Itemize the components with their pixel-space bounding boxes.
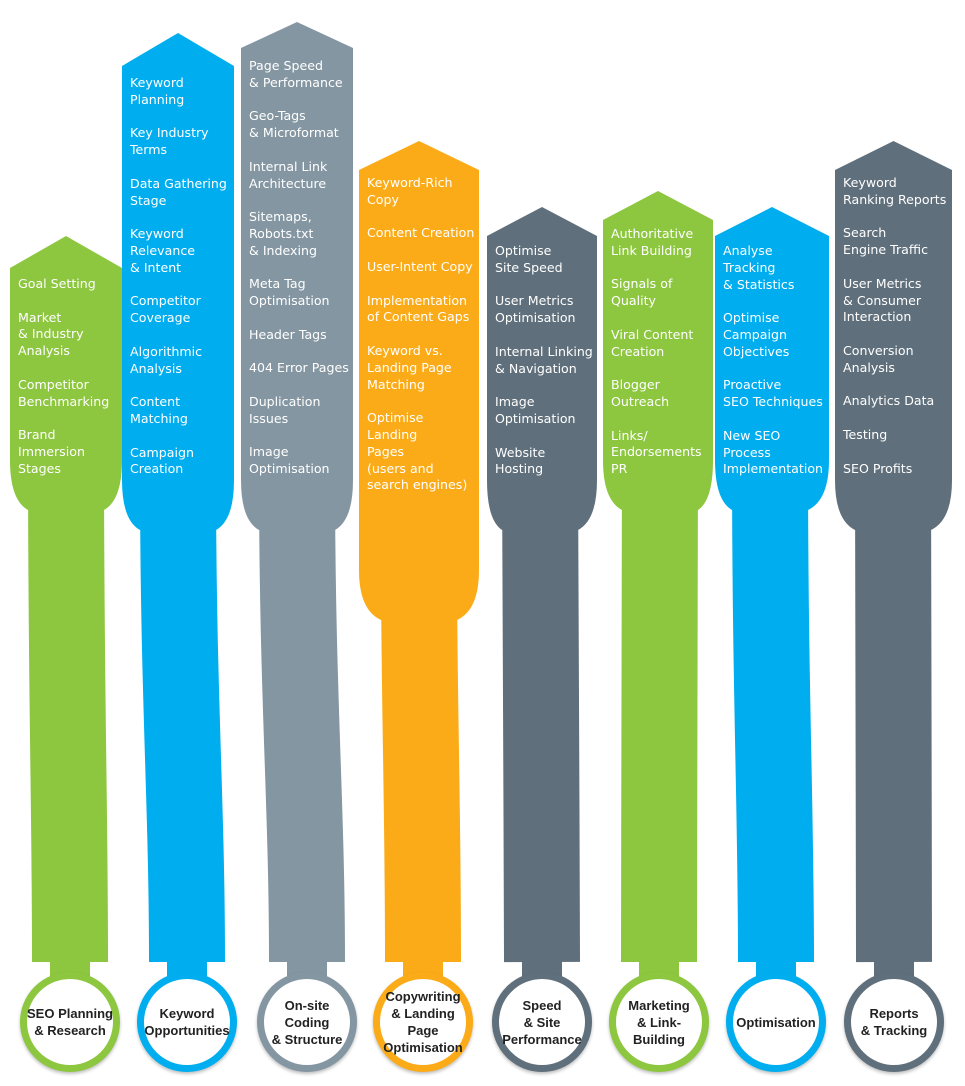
- circle-label: Speed & Site Performance: [502, 997, 582, 1047]
- circle-label: Reports & Tracking: [860, 1006, 928, 1038]
- column-item: Optimise Campaign Objectives: [723, 310, 790, 359]
- arrow-reports: [835, 141, 952, 530]
- column-item: Keyword Relevance & Intent: [130, 226, 196, 275]
- column-item: User Metrics Optimisation: [495, 293, 576, 326]
- column-item: Competitor Coverage: [130, 293, 201, 326]
- column-item: Analyse Tracking & Statistics: [723, 243, 795, 292]
- circle-label: Copywriting & Landing Page Optimisation: [383, 989, 463, 1055]
- column-item: Image Optimisation: [495, 394, 576, 426]
- circle-onsite-coding: On-site Coding & Structure: [257, 972, 357, 1072]
- ribbon-reports: [855, 469, 932, 963]
- column-item: Analytics Data: [843, 393, 935, 409]
- arrow-keyword-opportunities: [122, 33, 234, 530]
- column-item: New SEO Process Implementation: [723, 427, 823, 477]
- circle-speed: Speed & Site Performance: [492, 972, 592, 1072]
- column-item: Search Engine Traffic: [843, 225, 929, 258]
- column-item: Website Hosting: [495, 444, 546, 477]
- column-item: Internal Linking & Navigation: [495, 343, 593, 376]
- circle-copywriting: Copywriting & Landing Page Optimisation: [373, 972, 473, 1072]
- ribbon-keyword-opportunities: [140, 469, 225, 963]
- circle-seo-planning: SEO Planning & Research: [20, 972, 120, 1072]
- arrow-marketing: [603, 191, 713, 510]
- column-item: Proactive SEO Techniques: [723, 377, 823, 410]
- column-item: Duplication Issues: [249, 393, 321, 426]
- column-item: Internal Link Architecture: [249, 158, 328, 191]
- ribbon-optimisation: [732, 449, 814, 963]
- column-item: Signals of Quality: [611, 276, 673, 309]
- ribbon-seo-planning: [28, 449, 108, 963]
- column-item: Competitor Benchmarking: [18, 376, 110, 409]
- ribbon-marketing: [621, 449, 698, 963]
- circle-marketing: Marketing & Link-Building: [609, 972, 709, 1072]
- column-item: Keyword-Rich Copy: [367, 175, 453, 207]
- arrow-optimisation: [715, 207, 829, 510]
- column-item: Keyword Ranking Reports: [843, 175, 947, 207]
- column-item: Keyword Planning: [130, 75, 185, 107]
- circle-label: Marketing & Link-Building: [628, 997, 690, 1047]
- circle-label: On-site Coding & Structure: [271, 997, 343, 1047]
- arrow-speed: [487, 207, 597, 530]
- column-item: Market & Industry Analysis: [18, 309, 84, 359]
- column-item: Key Industry Terms: [130, 125, 209, 158]
- circle-label: Optimisation: [736, 1014, 816, 1030]
- column-item: Content Creation: [367, 225, 475, 241]
- column-item: Conversion Analysis: [843, 342, 914, 375]
- column-item: Keyword vs. Landing Page Matching: [367, 342, 452, 392]
- column-item: Brand Immersion Stages: [18, 427, 85, 476]
- column-item: Viral Content Creation: [611, 326, 694, 359]
- circle-keyword-opportunities: Keyword Opportunities: [137, 972, 237, 1072]
- column-item: Data Gathering Stage: [130, 175, 227, 208]
- column-item: Geo-Tags & Microformat: [249, 108, 339, 141]
- column-item: Testing: [843, 426, 888, 442]
- arrow-seo-planning: [10, 236, 122, 510]
- ribbon-onsite-coding: [259, 469, 345, 963]
- column-item: Goal Setting: [18, 276, 96, 291]
- column-item: Page Speed & Performance: [249, 58, 343, 90]
- column-item: Header Tags: [249, 326, 327, 342]
- column-item: User-Intent Copy: [367, 258, 473, 274]
- circle-label: Keyword Opportunities: [144, 1006, 230, 1038]
- column-item: Optimise Landing Pages (users and search…: [367, 410, 468, 493]
- ribbon-speed: [502, 469, 580, 963]
- column-item: Content Matching: [130, 394, 188, 426]
- column-item: Algorithmic Analysis: [130, 343, 203, 376]
- column-item: Links/ Endorsements PR: [611, 427, 702, 477]
- ribbon-copywriting: [381, 559, 461, 963]
- column-item: SEO Profits: [843, 460, 913, 476]
- arrow-onsite-coding: [241, 22, 353, 530]
- column-item: Blogger Outreach: [611, 377, 670, 409]
- column-item: Campaign Creation: [130, 444, 194, 477]
- column-item: Authoritative Link Building: [611, 226, 694, 258]
- circle-optimisation: Optimisation: [726, 972, 826, 1072]
- column-item: Optimise Site Speed: [495, 243, 563, 275]
- arrow-copywriting: [359, 141, 479, 620]
- column-item: Image Optimisation: [249, 444, 330, 477]
- circle-reports: Reports & Tracking: [844, 972, 944, 1072]
- arrow-layer: [10, 22, 952, 620]
- column-item: Sitemaps, Robots.txt & Indexing: [249, 209, 317, 258]
- circle-label: SEO Planning & Research: [27, 1006, 113, 1038]
- column-item: Implementation of Content Gaps: [367, 292, 470, 325]
- column-item: Meta Tag Optimisation: [249, 276, 330, 309]
- column-item: 404 Error Pages: [249, 360, 349, 376]
- column-item: User Metrics & Consumer Interaction: [843, 275, 922, 325]
